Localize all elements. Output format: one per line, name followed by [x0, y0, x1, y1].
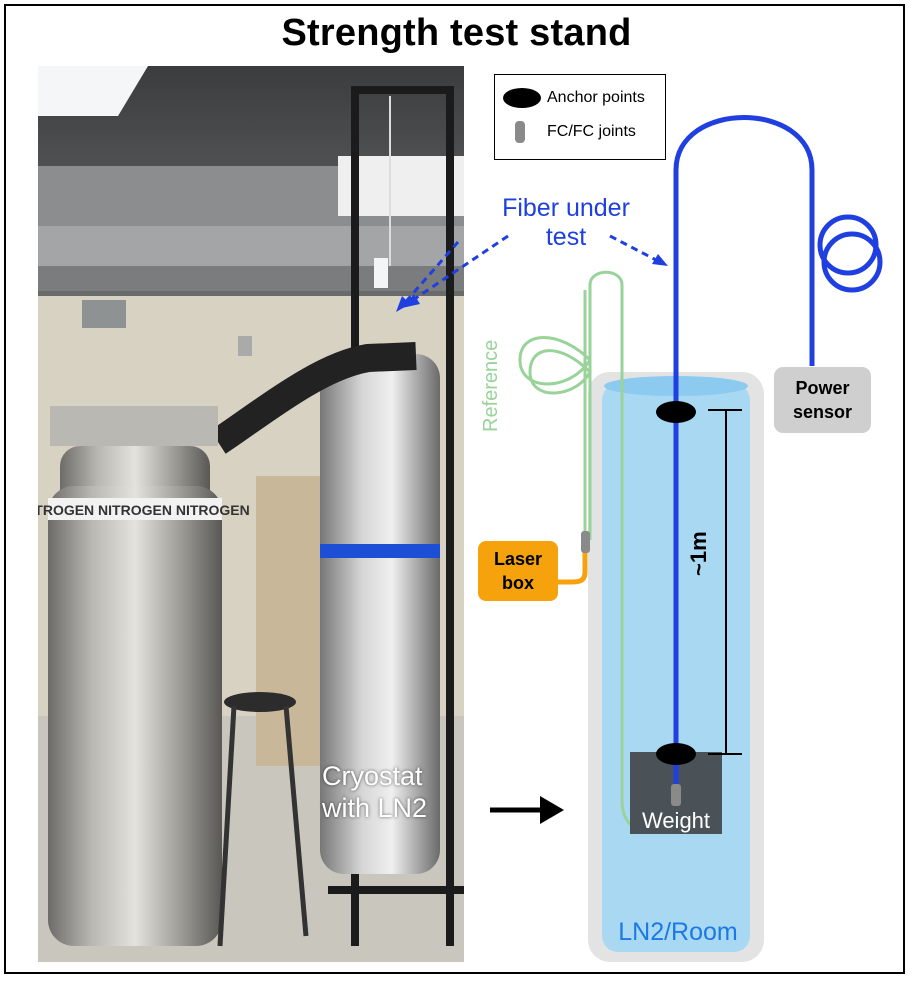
cryostat-line-1: Cryostat	[322, 761, 423, 791]
ceiling-light	[38, 66, 148, 116]
reference-label: Reference	[480, 339, 502, 432]
ln2-room-label: LN2/Room	[618, 918, 738, 946]
lab-photo-drawing: NITROGEN NITROGEN NITROGEN	[38, 66, 464, 962]
fiber-under-test	[673, 115, 883, 790]
wall-box	[82, 300, 126, 328]
power-sensor-box: Power sensor	[774, 367, 871, 433]
power-sensor-line-2: sensor	[792, 402, 853, 422]
arrowhead-right	[652, 254, 668, 266]
legend: Anchor points FC/FC joints	[494, 74, 666, 160]
laser-lead	[556, 552, 588, 585]
length-dimension	[708, 409, 742, 755]
legend-anchor-label: Anchor points	[547, 89, 645, 106]
transfer-hose	[210, 342, 417, 454]
laser-box-line-2: box	[501, 573, 534, 593]
cryostat-line-2: with LN2	[322, 793, 428, 823]
lab-photo: NITROGEN NITROGEN NITROGEN	[38, 66, 464, 962]
cryostat-label: Cryostat with LN2	[322, 760, 427, 824]
anchor-point-bottom	[656, 743, 696, 765]
fc-joint-symbol	[515, 121, 525, 143]
fiber-label-line-1: Fiber under	[502, 194, 630, 222]
anchor-point-top	[656, 401, 696, 423]
length-label: ~1m	[686, 531, 711, 576]
laser-box: Laser box	[478, 541, 558, 601]
fiber-under-test-label: Fiber under test	[480, 194, 652, 252]
anchor-point-symbol	[503, 88, 541, 108]
power-sensor-line-1: Power	[795, 378, 850, 398]
arrowhead-left	[402, 294, 420, 308]
dewar-label-band	[48, 498, 222, 520]
laser-box-line-1: Laser	[493, 549, 543, 569]
dewar-label: NITROGEN NITROGEN NITROGEN	[38, 502, 250, 518]
blue-strap	[320, 544, 440, 558]
fiber-label-arrows	[409, 234, 661, 304]
weight-label: Weight	[641, 808, 711, 833]
figure-title: Strength test stand	[281, 12, 632, 54]
fc-joint-laser	[581, 531, 590, 553]
cryostat-arrowhead	[540, 796, 564, 824]
fc-joint-weight	[671, 784, 681, 806]
cryostat-vessel	[320, 354, 440, 874]
legend-joint-label: FC/FC joints	[547, 123, 636, 140]
nitrogen-dewar	[48, 486, 222, 946]
dewar-handle	[50, 406, 218, 446]
photo-pointer-arrow	[396, 241, 460, 312]
fiber-label-line-2: test	[545, 223, 587, 251]
stool	[224, 692, 296, 712]
stand-frame-right	[446, 86, 454, 946]
